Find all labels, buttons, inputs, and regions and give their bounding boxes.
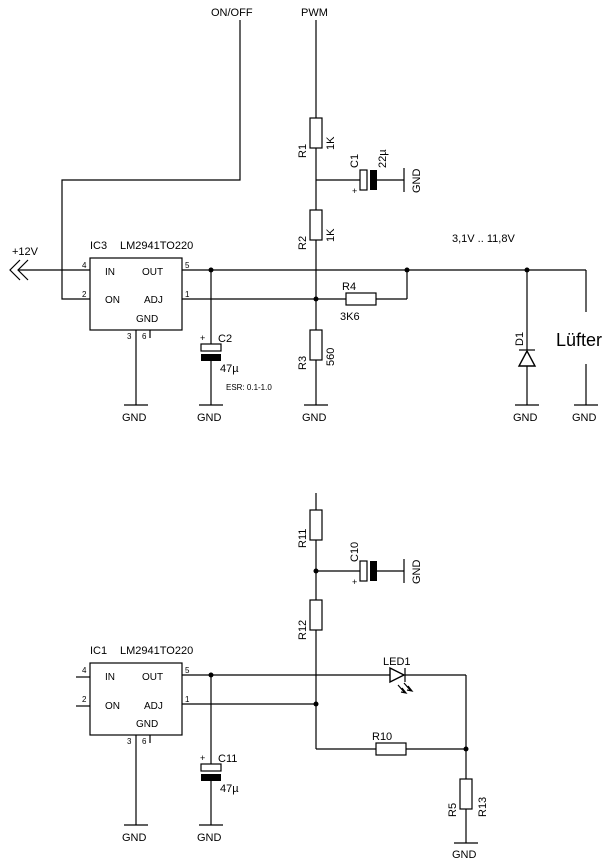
c11-capacitor	[200, 763, 222, 772]
ic1-pin-out: OUT	[142, 672, 163, 683]
r4-resistor	[345, 292, 377, 306]
ic1-pin3: 3	[127, 737, 132, 746]
voltage-range-label: 3,1V .. 11,8V	[452, 233, 515, 245]
r12-ref: R12	[297, 620, 309, 640]
ic3-pin6: 6	[142, 332, 147, 341]
ic1-pin-gnd: GND	[136, 719, 158, 730]
v12-arrow-icon	[9, 259, 90, 281]
ic1-pin-on: ON	[105, 701, 120, 712]
c2-value: 47µ	[220, 363, 239, 375]
r3-gnd-label: GND	[302, 412, 327, 424]
ic3-pin-on: ON	[105, 295, 120, 306]
ic3-pin1: 1	[185, 290, 190, 299]
c10-gnd-label: GND	[411, 560, 423, 585]
d1-ref: D1	[514, 332, 526, 346]
ic3-pin5: 5	[185, 261, 190, 270]
c10-ref: C10	[349, 542, 361, 562]
r13-ref: R13	[477, 797, 489, 817]
c1-value: 22µ	[377, 149, 389, 168]
r3-value: 560	[325, 348, 337, 366]
c2-plus: +	[200, 333, 205, 343]
ic1-pin4: 4	[82, 666, 87, 675]
r5-ref: R5	[447, 803, 459, 817]
on-off-label: ON/OFF	[211, 7, 253, 19]
ic3-gnd-label: GND	[122, 412, 147, 424]
ic1-pin-adj: ADJ	[144, 701, 163, 712]
ic1-regulator: IC1 LM2941TO220 IN OUT ON ADJ GND 4 2 5 …	[76, 645, 193, 844]
ic3-pin3: 3	[127, 332, 132, 341]
c11-plus: +	[200, 753, 205, 763]
led1-icon	[389, 666, 414, 694]
r3-ref: R3	[297, 356, 309, 370]
c11-value: 47µ	[220, 783, 239, 795]
v12-label: +12V	[12, 246, 39, 258]
r2-value: 1K	[325, 228, 337, 242]
r11-ref: R11	[297, 529, 309, 548]
d1-diode-icon	[517, 349, 537, 367]
ic3-ref: IC3	[90, 240, 107, 252]
r1-ref: R1	[297, 144, 309, 158]
r5-r13-resistor	[459, 778, 473, 810]
ic3-pin4: 4	[82, 261, 87, 270]
r10-resistor	[375, 742, 407, 756]
ic1-pin5: 5	[185, 666, 190, 675]
r1-value: 1K	[325, 136, 337, 150]
c1-gnd-label: GND	[411, 169, 423, 194]
c10-capacitor	[359, 560, 368, 582]
ic1-part: LM2941TO220	[120, 645, 193, 657]
ic3-pin2: 2	[82, 290, 87, 299]
fan-gnd-label: GND	[572, 412, 597, 424]
r1-resistor	[309, 117, 323, 149]
ic1-pin6: 6	[142, 737, 147, 746]
ic3-pin-gnd: GND	[136, 314, 158, 325]
r10-ref: R10	[372, 731, 392, 743]
on-off-wire	[61, 20, 241, 300]
top-circuit: ON/OFF PWM +12V 3,1V .. 11,8V Lüfter R1 …	[9, 7, 602, 424]
r2-resistor	[309, 209, 323, 241]
pwm-label: PWM	[301, 7, 328, 19]
ic3-pin-in: IN	[105, 267, 115, 278]
r3-resistor	[309, 329, 323, 361]
ic1-pin-in: IN	[105, 672, 115, 683]
c10-plus: +	[352, 577, 357, 587]
bottom-circuit: R11 + C10 GND R12 IC1 LM2941TO220 IN OUT…	[76, 493, 489, 860]
c1-plus: +	[352, 186, 357, 196]
ic1-gnd-label: GND	[122, 832, 147, 844]
c1-capacitor	[359, 169, 368, 191]
ic1-pin1: 1	[185, 695, 190, 704]
c11-ref: C11	[218, 753, 237, 765]
ic3-part: LM2941TO220	[120, 240, 193, 252]
ic1-pin2: 2	[82, 695, 87, 704]
ic3-regulator: IC3 LM2941TO220 IN OUT ON ADJ GND 4 2 5 …	[82, 240, 193, 424]
fan-label: Lüfter	[556, 330, 602, 350]
c1-ref: C1	[349, 154, 361, 168]
d1-gnd-label: GND	[513, 412, 538, 424]
r11-resistor	[309, 509, 323, 541]
r13-gnd-label: GND	[452, 849, 477, 860]
ic3-pin-adj: ADJ	[144, 295, 163, 306]
ic3-pin-out: OUT	[142, 267, 163, 278]
c11-gnd-label: GND	[197, 832, 222, 844]
c2-esr-note: ESR: 0.1-1.0	[226, 383, 272, 392]
r2-ref: R2	[297, 236, 309, 250]
r12-resistor	[309, 599, 323, 631]
r4-ref: R4	[342, 281, 356, 293]
c2-gnd-label: GND	[197, 412, 222, 424]
c2-ref: C2	[218, 333, 232, 345]
ic1-ref: IC1	[90, 645, 107, 657]
r4-value: 3K6	[340, 311, 360, 323]
led1-ref: LED1	[383, 656, 411, 668]
c2-capacitor	[200, 343, 222, 352]
